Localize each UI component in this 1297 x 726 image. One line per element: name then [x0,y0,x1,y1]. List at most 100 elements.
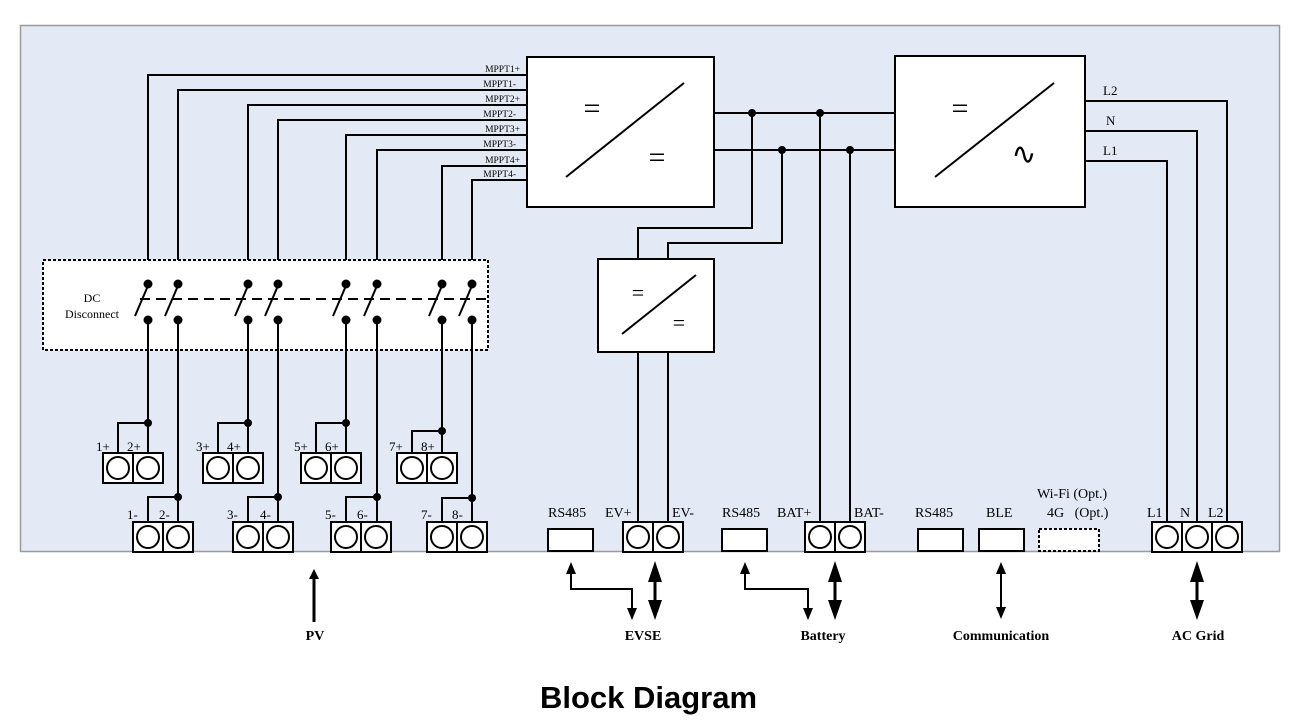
terminal-screw [808,525,832,549]
pv-terminal-label: 3+ [196,439,210,454]
comm-rs485-port [917,528,964,552]
terminal-screw [136,456,160,480]
pv-positive-terminal-block [202,452,264,484]
dc-bus [637,112,895,522]
pv-terminal-label: 4+ [227,439,241,454]
terminal-screw [1185,525,1209,549]
inverter-input-symbol: = [952,92,969,125]
ac-output-labels: L2 N L1 [1103,83,1117,158]
port-label-bat-minus: BAT- [854,506,884,521]
inverter-dcac-converter: = ∿ [894,55,1086,208]
terminal-screw [400,456,424,480]
port-label-grid-l2: L2 [1208,506,1224,521]
terminal-screw [236,456,260,480]
mppt-label: MPPT2- [483,110,516,120]
mppt-label: MPPT1+ [485,65,520,75]
terminal-screw [266,525,290,549]
terminal-screw [838,525,862,549]
terminal-screw [334,525,358,549]
pv-terminal-label: 8- [452,507,463,522]
ble-port [978,528,1025,552]
external-arrows [309,561,1204,622]
disconnect-switch-contact [264,279,283,325]
pv-terminal-label: 7+ [389,439,403,454]
pv-dcdc-input-symbol: = [584,92,601,125]
terminal-screw [430,525,454,549]
pv-terminal-wiring [117,320,473,522]
port-label-ev-minus: EV- [672,506,694,521]
pv-terminal-label: 2- [159,507,170,522]
external-label-communication: Communication [953,629,1050,644]
external-label-battery: Battery [800,629,845,644]
terminal-screw [236,525,260,549]
pv-terminal-label: 4- [260,507,271,522]
pv-positive-terminal-block [396,452,458,484]
pv-terminal-label: 6+ [325,439,339,454]
terminal-screw [106,456,130,480]
terminal-screw [626,525,650,549]
mppt-label: MPPT3- [483,140,516,150]
terminal-screw [136,525,160,549]
disconnect-switch-contact [458,279,477,325]
port-label-ev-rs485: RS485 [548,506,586,521]
terminal-screw [460,525,484,549]
mppt-label: MPPT1- [483,80,516,90]
ev-dcdc-output-symbol: = [673,310,685,335]
dc-disconnect-label-line1: DC [84,291,101,305]
dc-bus-junction-dots [748,109,854,154]
port-boxes [547,528,1100,552]
external-label-ac-grid: AC Grid [1172,629,1225,644]
ev-dcdc-input-symbol: = [632,280,644,305]
inverter-output-symbol: ∿ [1011,138,1036,171]
ac-output-label-l2: L2 [1103,83,1117,98]
pv-terminal-label: 5- [325,507,336,522]
port-labels: RS485 EV+ EV- RS485 BAT+ BAT- RS485 BLE … [548,487,1224,521]
external-label-pv: PV [306,629,325,644]
port-terminal-blocks [622,521,1243,553]
terminal-screw [166,525,190,549]
dc-disconnect-label-line2: Disconnect [65,307,120,321]
pv-terminal-label: 1+ [96,439,110,454]
ev-dcdc-converter: = = [597,258,715,353]
mppt-wiring [147,74,527,284]
disconnect-switch-contact [234,279,253,325]
terminal-screw [1215,525,1239,549]
mppt-label: MPPT3+ [485,125,520,135]
ac-output-label-n: N [1106,113,1116,128]
terminal-screw [656,525,680,549]
mppt-label: MPPT2+ [485,95,520,105]
pv-negative-terminal-block [330,521,392,553]
port-label-comm-rs485: RS485 [915,506,953,521]
port-label-ev-plus: EV+ [605,506,632,521]
terminal-screw [1155,525,1179,549]
port-label-bat-plus: BAT+ [777,506,811,521]
port-label-wifi: Wi-Fi (Opt.) [1037,487,1108,502]
pv-dcdc-output-symbol: = [649,141,666,174]
pv-junction-dots [144,419,476,502]
pv-negative-terminal-block [132,521,194,553]
pv-positive-terminal-block [102,452,164,484]
ac-output-label-l1: L1 [1103,143,1117,158]
battery-rs485-arrow [744,572,809,610]
disconnect-switch-contact [332,279,351,325]
external-labels: PV EVSE Battery Communication AC Grid [306,629,1225,644]
pv-terminal-label: 7- [421,507,432,522]
evse-rs485-arrow [570,572,633,610]
pv-terminal-label: 6- [357,507,368,522]
diagram-caption: Block Diagram [539,680,758,715]
terminal-screw [206,456,230,480]
port-label-bat-rs485: RS485 [722,506,760,521]
wifi-4g-port [1038,528,1100,552]
port-label-ble: BLE [986,506,1012,521]
pv-terminal-labels: 1+ 2+ 3+ 4+ 5+ 6+ 7+ 8+ 1- 2- 3- 4- 5- 6… [96,439,463,522]
mppt-label: MPPT4+ [485,156,520,166]
ev-terminal-block [622,521,684,553]
mppt-labels: MPPT1+ MPPT1- MPPT2+ MPPT2- MPPT3+ MPPT3… [483,65,520,180]
dc-disconnect: DC Disconnect [42,259,489,351]
pv-terminal-label: 2+ [127,439,141,454]
ac-output-wiring [1085,100,1228,522]
pv-terminal-label: 8+ [421,439,435,454]
ac-grid-terminal-block [1151,521,1243,553]
pv-terminal-label: 1- [127,507,138,522]
